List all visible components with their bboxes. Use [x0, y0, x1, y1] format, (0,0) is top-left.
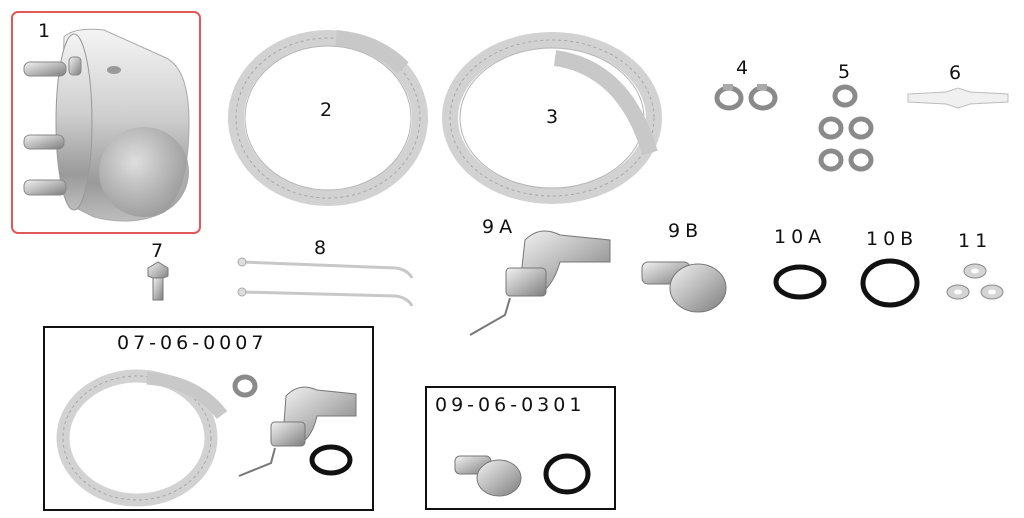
selected-part-frame[interactable]: [11, 11, 201, 234]
bolt-7-image[interactable]: [146, 261, 170, 302]
kit-09-06-0301-box[interactable]: 09-06-0301: [425, 386, 616, 510]
part-10a-number: 10A: [774, 226, 827, 248]
kit-code-label: 09-06-0301: [435, 394, 586, 416]
part-9b-number: 9B: [668, 220, 704, 242]
clamps-5-image[interactable]: [815, 82, 885, 177]
clamps-4-image[interactable]: [713, 80, 783, 115]
washers-11-image[interactable]: [945, 262, 1007, 302]
oring-10b-image[interactable]: [858, 256, 922, 310]
kit-oring-image: [543, 453, 591, 495]
part-10b-number: 10B: [866, 228, 919, 250]
kit-fitting-image: [238, 386, 357, 477]
kit-hose-image: [56, 369, 228, 507]
kit-clamp-image: [232, 374, 258, 398]
part-11-number: 11: [958, 230, 993, 252]
part-8-number: 8: [314, 237, 332, 259]
part-5-number: 5: [838, 61, 856, 83]
oring-10a-image[interactable]: [771, 262, 829, 302]
elbow-9b-image[interactable]: [640, 254, 730, 314]
tank-image[interactable]: [14, 22, 204, 222]
kit-elbow-image: [454, 455, 522, 497]
part-2-number: 2: [320, 99, 338, 121]
part-3-number: 3: [546, 106, 564, 128]
part-1-number: 1: [38, 20, 56, 42]
part-6-number: 6: [949, 62, 967, 84]
part-9a-number: 9A: [482, 216, 518, 238]
connector-6-image[interactable]: [906, 87, 1010, 109]
fitting-9a-image[interactable]: [460, 220, 620, 340]
hose-coil-2-image[interactable]: [228, 28, 438, 208]
hose-coil-3-image[interactable]: [440, 28, 670, 208]
kit-oring-image: [309, 444, 353, 476]
part-7-number: 7: [151, 240, 169, 262]
cable-ties-8-image[interactable]: [236, 256, 416, 307]
kit-code-label: 07-06-0007: [117, 332, 268, 354]
part-4-number: 4: [736, 57, 754, 79]
kit-07-06-0007-box[interactable]: 07-06-0007: [43, 326, 374, 511]
